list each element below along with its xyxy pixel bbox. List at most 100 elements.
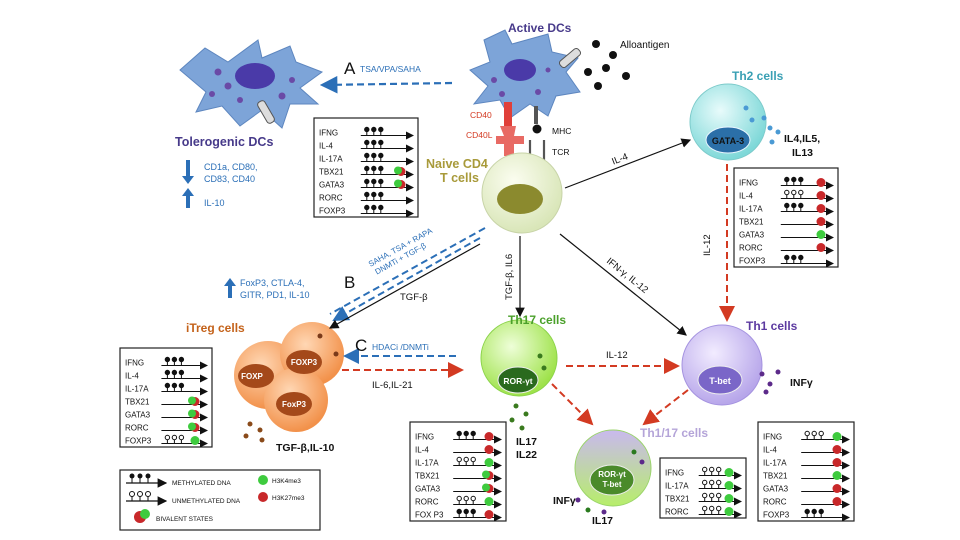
treg-up-markers-1: FoxP3, CTLA-4,: [240, 278, 305, 288]
letter-b: B: [344, 273, 355, 292]
itreg-foxp-label: FOXP: [241, 372, 263, 381]
cd40-label: CD40: [470, 110, 492, 120]
gene-label: TBX21: [415, 472, 440, 481]
treg-up-arrow-icon: [224, 278, 236, 298]
active-dc-granules: [491, 67, 551, 97]
th2-cells-label: Th2 cells: [732, 69, 784, 83]
gene-label: IFNG: [125, 359, 144, 368]
arrow-a-dashed: [319, 75, 453, 94]
th17-cells-label: Th17 cells: [508, 313, 566, 327]
th1-17-cells-label: Th1/17 cells: [640, 426, 708, 440]
gene-label: FOX P3: [415, 511, 444, 520]
gene-label: IL-17A: [665, 482, 689, 491]
th2-cytokines-1: IL4,IL5,: [784, 133, 820, 145]
th17-cytokine-1: IL17: [516, 436, 537, 448]
itreg-cell-cluster: [234, 322, 344, 432]
arrow-ifng-il12-label: IFN-γ, IL-12: [604, 256, 650, 296]
gene-label: TBX21: [739, 218, 764, 227]
gene-label: IL-17A: [319, 155, 343, 164]
arrow-th17-to-th1-17-red: [551, 383, 594, 426]
gene-label: IFNG: [319, 129, 338, 138]
gene-label: IL-17A: [763, 459, 787, 468]
legend-h3k27-label: H3K27me3: [272, 495, 305, 502]
gene-label: FOXP3: [739, 257, 766, 266]
roryt-label: ROR-γt: [503, 376, 532, 386]
th1-17-secreted-dots: [575, 449, 645, 515]
arrow-b-dashed-1: [329, 227, 486, 315]
tbet-label: T-bet: [709, 376, 731, 386]
tolerogenic-dcs-label: Tolerogenic DCs: [175, 135, 273, 149]
gene-label: TBX21: [763, 472, 788, 481]
active-dcs-label: Active DCs: [508, 21, 572, 35]
th2-secreted-dots: [743, 105, 781, 145]
itreg-secreted-dots: [243, 421, 265, 443]
itreg-cytokines: TGF-β,IL-10: [276, 442, 334, 454]
treatment-a-label: TSA/VPA/SAHA: [360, 64, 421, 74]
gene-label: TBX21: [665, 495, 690, 504]
naive-cd4-nucleus: [497, 184, 543, 214]
gene-label: IL-4: [763, 446, 777, 455]
th1-17-roryt: ROR-γt: [598, 470, 626, 479]
gene-label: RORC: [763, 498, 787, 507]
dc-down-markers-2: CD83, CD40: [204, 174, 255, 184]
gene-label: GATA3: [125, 411, 151, 420]
gene-label: RORC: [319, 194, 343, 203]
gene-label: FOXP3: [763, 511, 790, 520]
arrow-b-dashed-2: [332, 237, 481, 321]
tolerogenic-dc-receptor: [257, 100, 275, 124]
gene-label: RORC: [739, 244, 763, 253]
dc-down-markers-1: CD1a, CD80,: [204, 162, 258, 172]
itreg-foxp3-mixed-label: FoxP3: [282, 400, 307, 409]
legend-box: [119, 469, 321, 531]
cd40-bar: [504, 102, 512, 128]
th17-secreted-dots: [509, 353, 547, 431]
gene-label: GATA3: [763, 485, 789, 494]
gene-label: IL-17A: [415, 459, 439, 468]
th1-17-il17: IL17: [592, 515, 613, 527]
arrow-tgfb-to-itreg: [328, 243, 481, 329]
arrow-tgfb-il6-label: TGF-β, IL6: [504, 254, 515, 300]
gene-label: IL-4: [125, 372, 139, 381]
itreg-cells-label: iTreg cells: [186, 321, 245, 335]
arrow-th1-to-th1-17-red: [642, 389, 689, 426]
gene-label: RORC: [415, 498, 439, 507]
active-dc-nucleus: [504, 59, 536, 81]
th17-nucleus: [497, 366, 539, 394]
itreg-foxp3-label: FOXP3: [291, 358, 318, 367]
legend-bivalent-label: BIVALENT STATES: [156, 516, 214, 523]
tolerogenic-dc-nucleus: [235, 63, 275, 89]
legend-bivalent-icon: [134, 509, 150, 523]
arrow-il12-th17-label: IL-12: [606, 350, 628, 361]
tolerogenic-dc-granules: [209, 68, 295, 103]
th2-nucleus: [705, 126, 751, 154]
th1-cells-label: Th1 cells: [746, 319, 798, 333]
th1-17-infg: INFγ: [553, 495, 576, 507]
gene-label: GATA3: [739, 231, 765, 240]
gene-label: IFNG: [665, 469, 684, 478]
gene-label: FOXP3: [125, 437, 152, 446]
mhc-label: MHC: [552, 126, 571, 136]
letter-c: C: [355, 336, 367, 355]
gene-label: IL-17A: [125, 385, 149, 394]
gene-label: FOXP3: [319, 207, 346, 216]
gene-label: TBX21: [125, 398, 150, 407]
legend-methylated-icon: [126, 473, 168, 488]
cd40l-label: CD40L: [466, 130, 493, 140]
th2-cytokines-2: IL13: [792, 147, 813, 159]
gene-label: IFNG: [739, 179, 758, 188]
mhc-antigen: [532, 124, 542, 134]
gene-label: IFNG: [763, 433, 782, 442]
arrow-naive-to-th1: [559, 233, 687, 336]
naive-cd4-label-1: Naive CD4: [426, 157, 488, 171]
gene-label: IFNG: [415, 433, 434, 442]
gene-label: GATA3: [415, 485, 441, 494]
gene-label: RORC: [665, 508, 689, 517]
arrow-il6-il21-label: IL-6,IL-21: [372, 380, 413, 391]
gene-label: IL-17A: [739, 205, 763, 214]
